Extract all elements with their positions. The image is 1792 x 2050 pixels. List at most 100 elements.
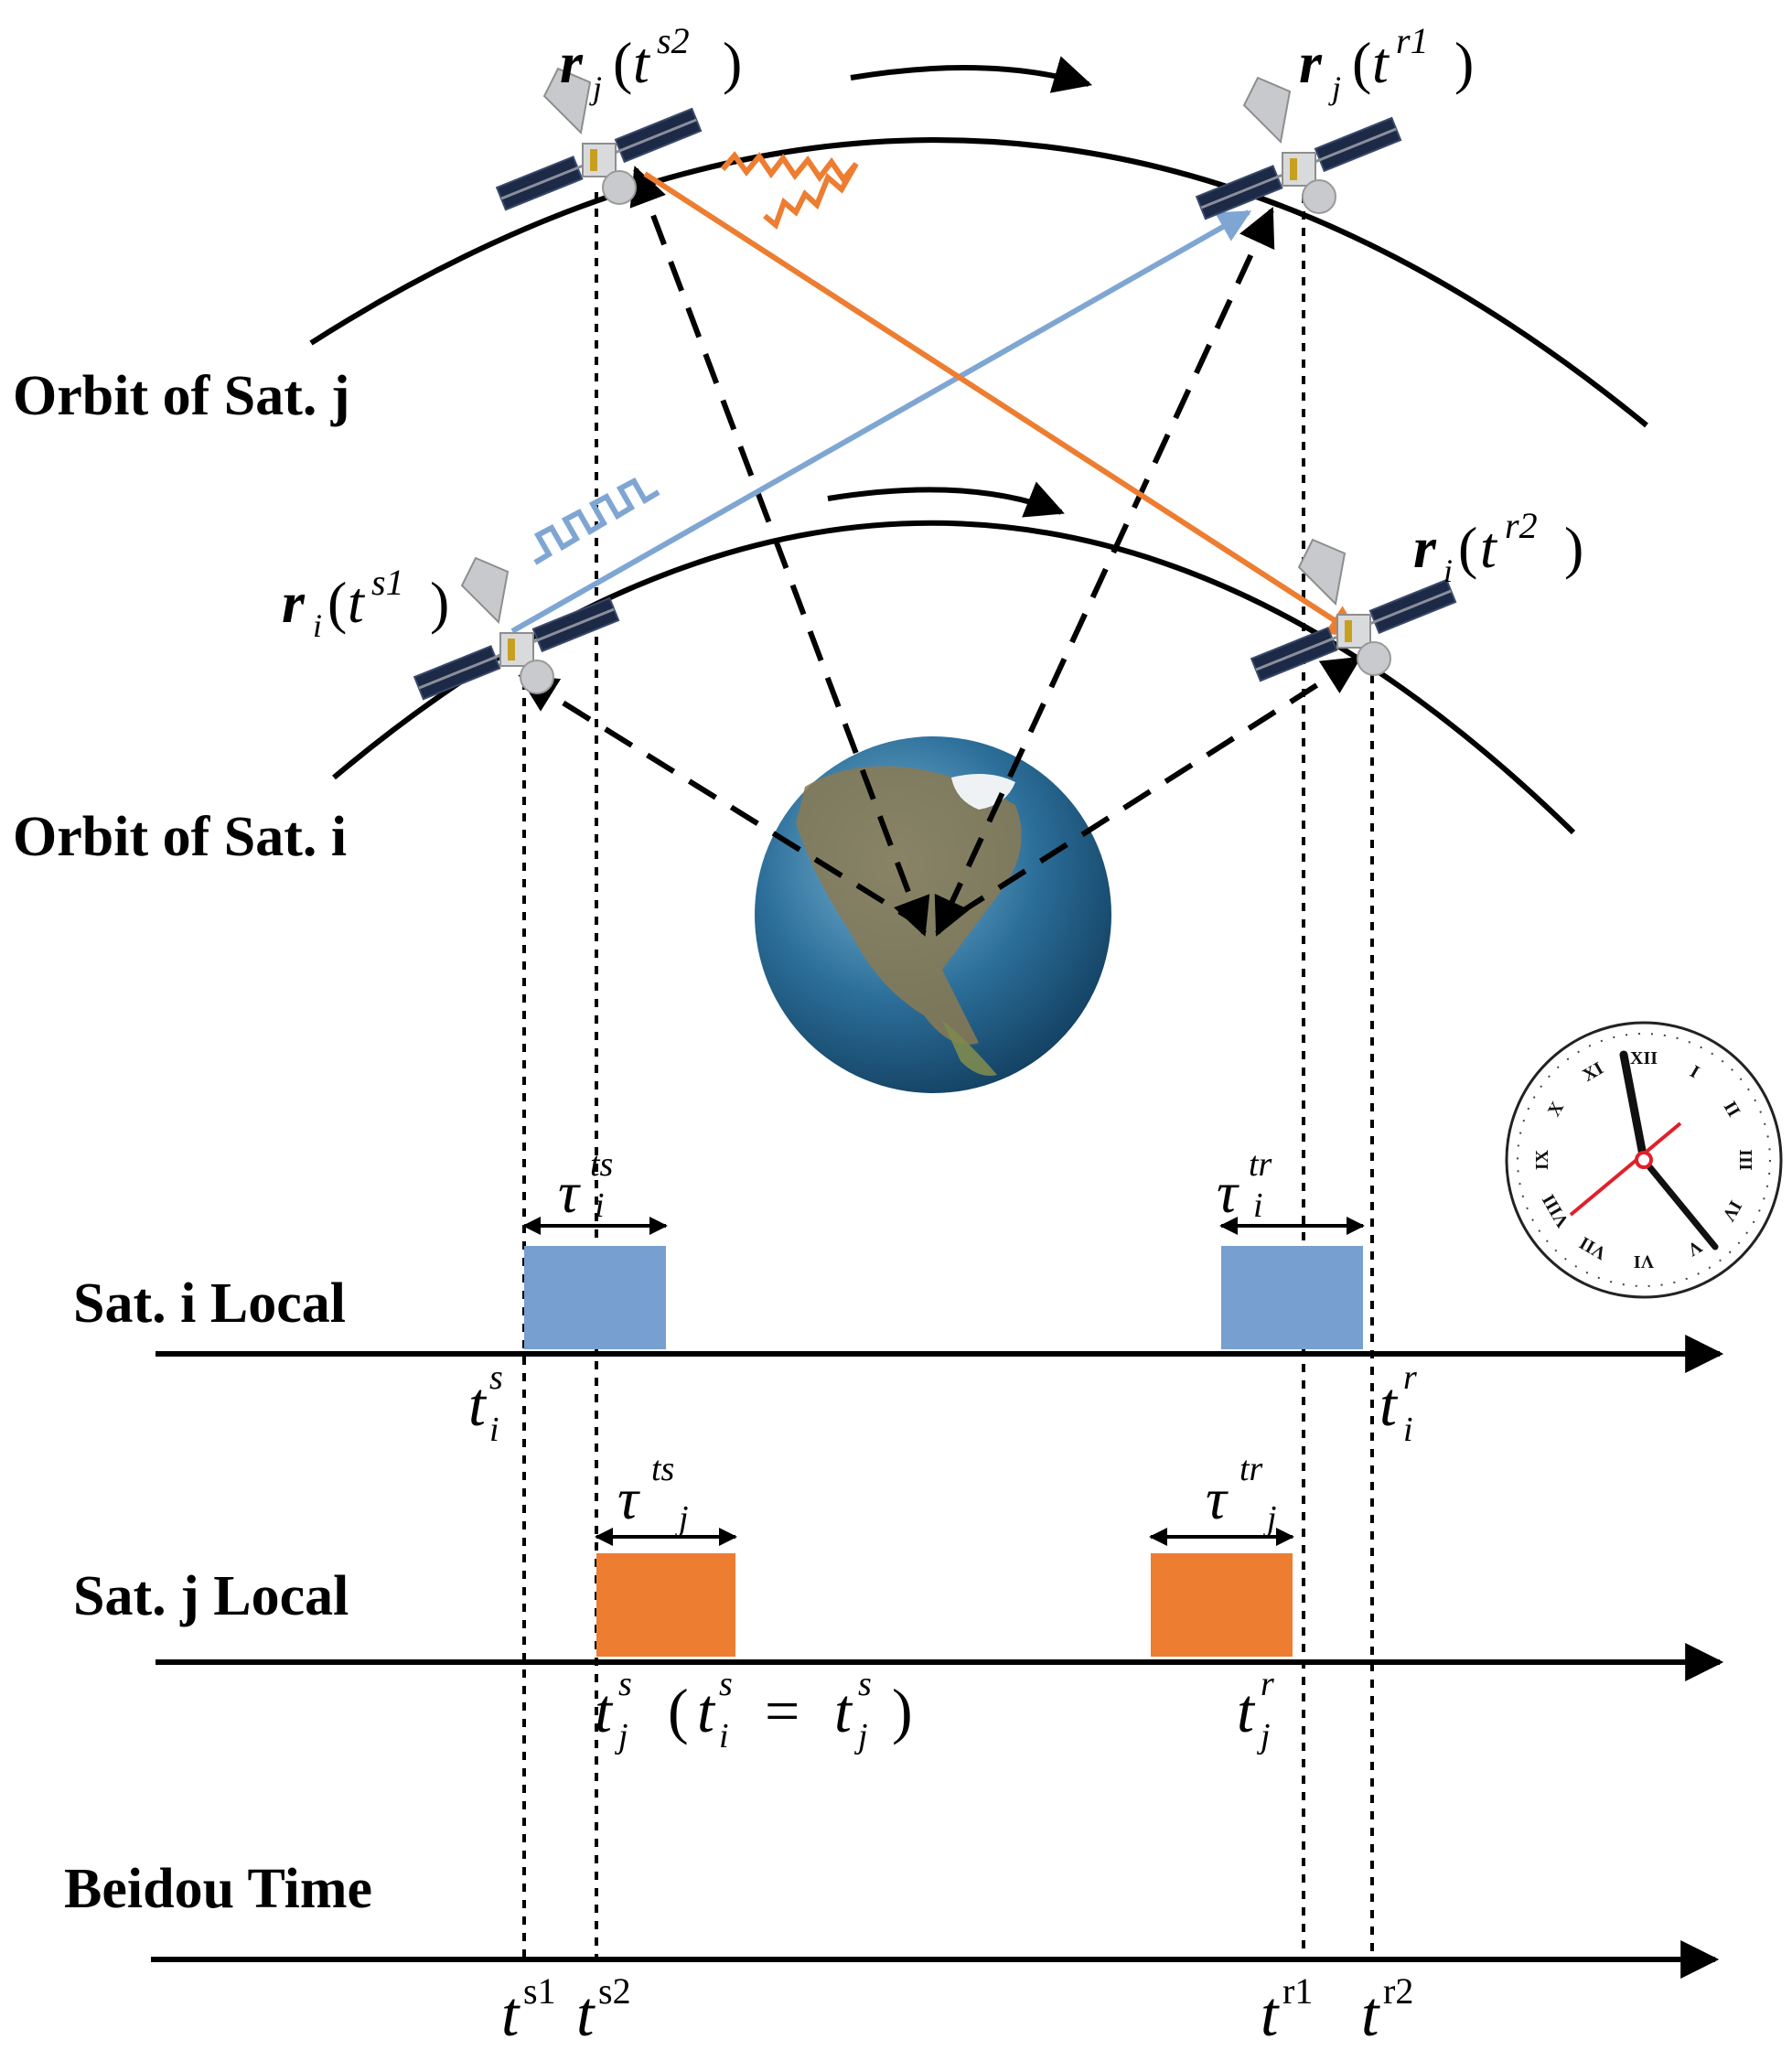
svg-text:t: t [1379, 1369, 1399, 1439]
orbit-j-direction-arrow [850, 56, 1093, 93]
sat-i-receive-window [1221, 1246, 1363, 1349]
svg-text:i: i [1253, 1186, 1263, 1225]
earth-icon [755, 736, 1111, 1093]
label-t-r1: t r1 [1261, 1970, 1313, 2050]
svg-text:t: t [1480, 515, 1498, 580]
dashed-ts1-to-earth [518, 674, 921, 927]
svg-text:t: t [595, 1676, 614, 1745]
svg-text:i: i [313, 607, 322, 644]
dashed-tr1-to-earth [934, 207, 1275, 937]
svg-text:r: r [1403, 1358, 1417, 1397]
svg-text:s: s [489, 1358, 503, 1397]
svg-text:t: t [834, 1676, 853, 1745]
svg-text:s1: s1 [523, 1970, 556, 2012]
svg-text:r: r [1299, 30, 1323, 95]
clock-numeral: III [1735, 1149, 1755, 1171]
label-tau-j-tr: τ tr j [1206, 1450, 1277, 1538]
svg-text:t: t [468, 1369, 488, 1439]
svg-text:j: j [853, 1717, 868, 1755]
svg-text:s1: s1 [371, 562, 404, 603]
svg-text:): ) [1564, 515, 1583, 580]
svg-text:i: i [1443, 553, 1453, 589]
svg-text:τ: τ [617, 1466, 640, 1531]
svg-text:r: r [560, 30, 584, 95]
svg-text:): ) [892, 1676, 913, 1745]
svg-text:r: r [1261, 1665, 1274, 1703]
clock-second-hand [1569, 1122, 1682, 1217]
svg-text:r2: r2 [1505, 505, 1538, 546]
label-tau-i-ts: τ ts i [558, 1145, 613, 1225]
svg-text:i: i [719, 1717, 729, 1755]
svg-text:j: j [1256, 1717, 1271, 1755]
label-tau-j-ts: τ ts j [617, 1450, 689, 1538]
svg-text:j: j [1262, 1499, 1277, 1538]
clock-numeral: IX [1532, 1149, 1552, 1170]
svg-text:(: ( [327, 570, 347, 635]
clock-numeral: XII [1630, 1048, 1658, 1068]
sat-j-receive-window [1151, 1553, 1293, 1657]
svg-text:r1: r1 [1396, 20, 1429, 61]
dashed-tr2-to-earth [940, 656, 1362, 927]
svg-text:s: s [618, 1665, 632, 1703]
svg-text:t: t [1372, 30, 1390, 95]
svg-text:τ: τ [1206, 1466, 1229, 1531]
svg-text:(: ( [668, 1676, 689, 1745]
svg-text:(: ( [613, 30, 632, 95]
label-rj-tr1: r j ( t r1 ) [1299, 20, 1474, 106]
signal-i-to-j [510, 209, 1252, 634]
svg-text:t: t [1361, 1980, 1380, 2050]
svg-text:τ: τ [558, 1160, 581, 1225]
label-t-i-r: t r i [1379, 1358, 1417, 1449]
svg-text:tr: tr [1239, 1450, 1263, 1488]
svg-text:r: r [282, 570, 306, 635]
svg-text:s: s [719, 1665, 733, 1703]
pulse-icon-blue [533, 477, 660, 565]
clock-hour-hand [1619, 1050, 1648, 1165]
svg-text:j: j [674, 1499, 689, 1538]
svg-text:t: t [1261, 1980, 1280, 2050]
svg-text:j: j [1328, 70, 1341, 106]
svg-text:t: t [697, 1676, 716, 1745]
orbit-sat-j [309, 137, 1648, 428]
svg-text:r: r [1413, 515, 1437, 580]
timeline-label-sat-j-local: Sat. j Local [73, 1565, 349, 1627]
label-t-j-s: t s j [595, 1665, 632, 1755]
svg-text:t: t [633, 30, 651, 95]
svg-text:i: i [1403, 1411, 1413, 1449]
svg-text:τ: τ [1217, 1160, 1239, 1225]
sat-j-send-window [596, 1553, 735, 1657]
svg-text:i: i [489, 1411, 499, 1449]
orbit-i-direction-arrow [827, 481, 1065, 518]
label-t-s2: t s2 [576, 1970, 631, 2050]
svg-text:): ) [430, 570, 449, 635]
svg-text:): ) [723, 30, 742, 95]
orbit-label-sat-j: Orbit of Sat. j [13, 365, 350, 427]
clock-minute-hand [1640, 1156, 1719, 1250]
label-ri-tr2: r i ( t r2 ) [1413, 505, 1583, 589]
svg-text:s2: s2 [598, 1970, 631, 2012]
svg-text:s: s [858, 1665, 872, 1703]
dashed-ts2-to-earth [629, 166, 930, 937]
svg-text:r2: r2 [1383, 1970, 1413, 2012]
clock-numeral: VI [1634, 1251, 1654, 1272]
satellite-icon [1195, 76, 1402, 220]
label-tau-i-tr: τ tr i [1217, 1145, 1272, 1225]
label-rj-ts2: r j ( t s2 ) [560, 20, 742, 106]
sync-condition: ( t s i = t s j ) [668, 1665, 913, 1755]
timeline-label-beidou-time: Beidou Time [64, 1858, 372, 1920]
svg-text:r1: r1 [1282, 1970, 1313, 2012]
pulse-icon-orange [720, 151, 859, 231]
svg-text:): ) [1454, 30, 1474, 95]
svg-text:t: t [348, 570, 366, 635]
label-ri-ts1: r i ( t s1 ) [282, 562, 449, 644]
central-america-landmass [942, 1020, 997, 1076]
timeline-label-sat-i-local: Sat. i Local [73, 1272, 346, 1335]
clock-center-pin [1635, 1151, 1653, 1169]
label-t-i-s: t s i [468, 1358, 503, 1449]
svg-text:j: j [614, 1717, 628, 1755]
svg-text:j: j [589, 70, 602, 106]
svg-text:ts: ts [590, 1145, 613, 1184]
svg-text:t: t [501, 1980, 520, 2050]
